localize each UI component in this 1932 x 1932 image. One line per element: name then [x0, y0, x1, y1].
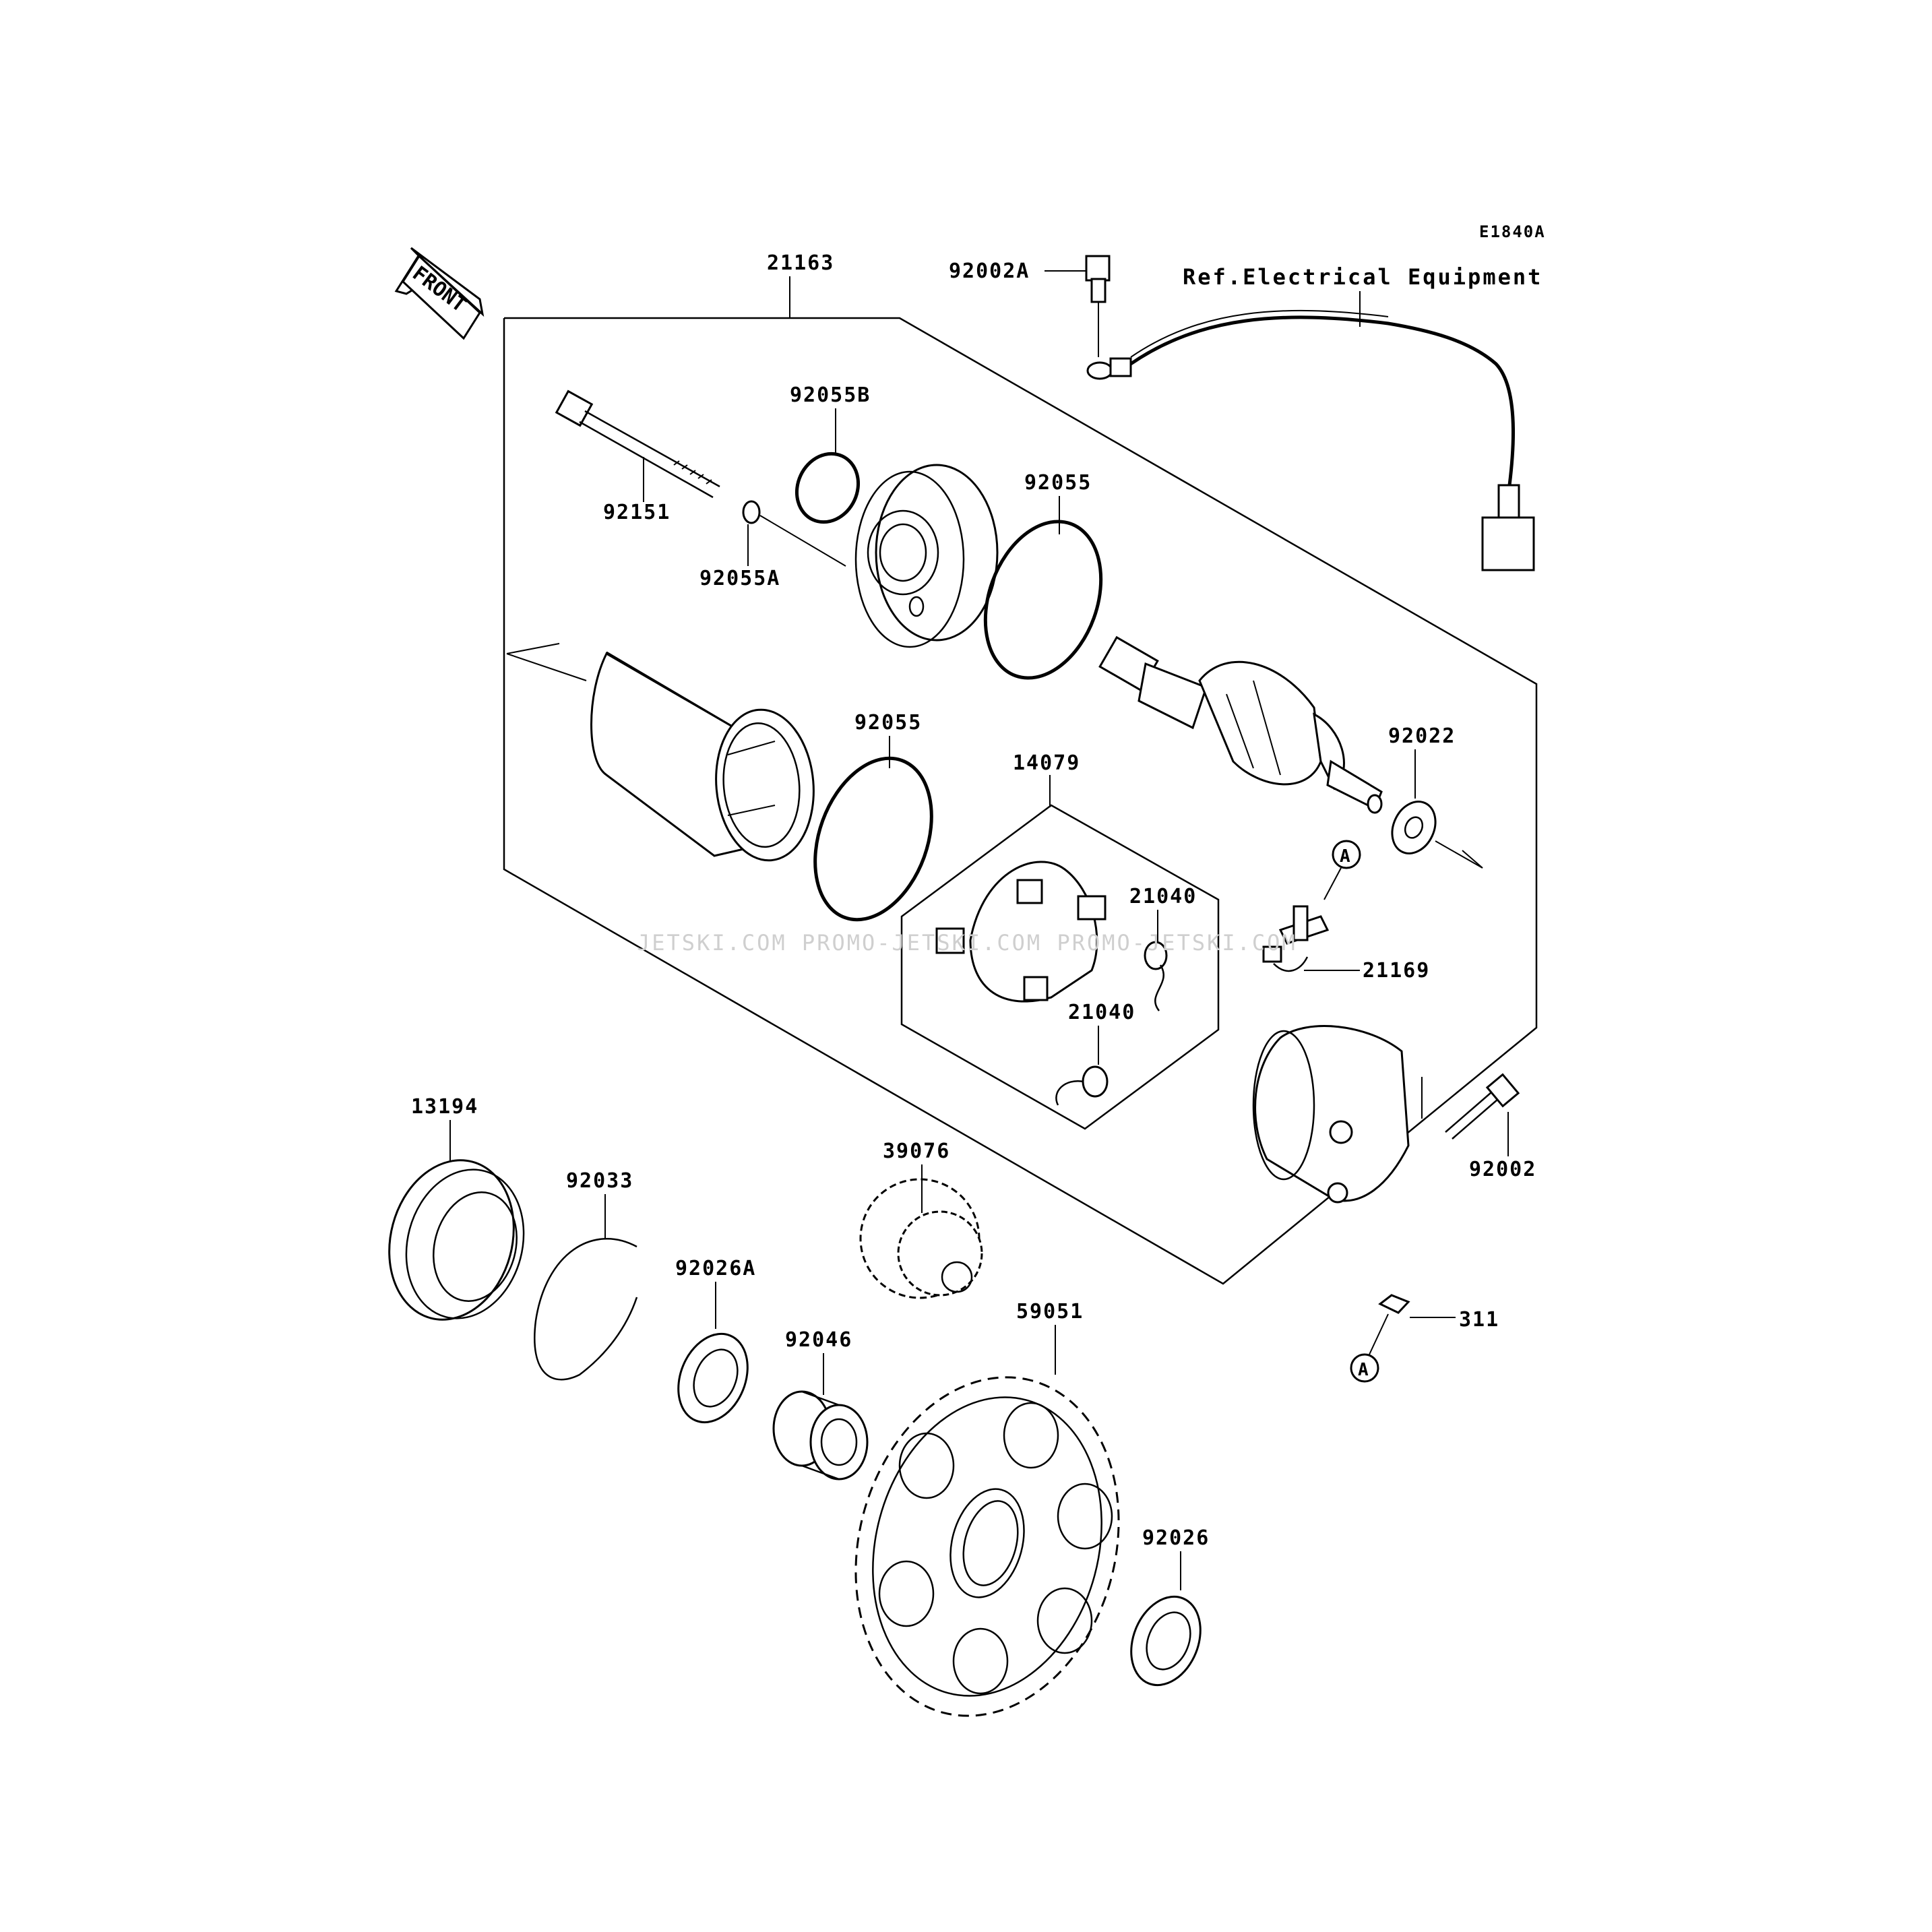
label-59051: 59051	[1016, 1300, 1084, 1323]
label-21163: 21163	[767, 251, 834, 275]
label-13194: 13194	[411, 1095, 478, 1119]
starter-gear-59051	[854, 1376, 1120, 1717]
reference-note: Ref.Electrical Equipment	[1183, 264, 1543, 290]
label-21040-b: 21040	[1068, 1001, 1135, 1024]
label-39076: 39076	[883, 1140, 950, 1163]
brush-spring-21040-a	[1144, 941, 1168, 1011]
diagram-code: E1840A	[1479, 222, 1546, 241]
bolt-92002A	[1085, 255, 1111, 357]
label-92055-top: 92055	[1024, 471, 1092, 495]
o-ring-92055-top	[983, 520, 1103, 680]
label-92055A: 92055A	[699, 567, 780, 590]
label-92002: 92002	[1469, 1158, 1536, 1181]
rear-cover	[1252, 1025, 1410, 1204]
label-92022: 92022	[1388, 724, 1456, 748]
svg-text:A: A	[1340, 846, 1350, 867]
label-92026: 92026	[1142, 1526, 1210, 1550]
brush-holder-box	[900, 804, 1220, 1130]
idle-gear-39076	[859, 1178, 983, 1299]
label-92151: 92151	[603, 501, 671, 524]
o-ring-92055-mid	[813, 756, 933, 922]
washer-92026A	[677, 1332, 749, 1424]
label-311: 311	[1459, 1308, 1499, 1332]
label-14079: 14079	[1013, 751, 1080, 775]
washer-92022	[1391, 801, 1437, 854]
marker-a-top: A	[1332, 840, 1361, 869]
label-21040-a: 21040	[1129, 885, 1197, 908]
label-92055B: 92055B	[790, 383, 871, 407]
long-bolt-92151	[555, 389, 720, 499]
marker-a-bottom: A	[1350, 1353, 1379, 1383]
svg-text:A: A	[1358, 1360, 1369, 1380]
o-ring-92055A	[742, 500, 761, 524]
needle-bearing-92046	[772, 1390, 869, 1481]
bolt-92002	[1445, 1073, 1520, 1140]
terminal-bolt-21169	[1262, 905, 1330, 972]
brush-holder	[935, 861, 1107, 1003]
wire-harness	[1086, 309, 1535, 571]
front-arrow-icon: FRONT	[394, 247, 485, 340]
circlip-92033	[534, 1238, 638, 1381]
label-92055-mid: 92055	[854, 711, 922, 735]
washer-92026	[1130, 1595, 1202, 1687]
front-cover	[854, 464, 999, 648]
label-92033: 92033	[566, 1169, 633, 1193]
key-311	[1378, 1294, 1410, 1314]
label-92046: 92046	[785, 1328, 852, 1352]
brush-spring-21040-b	[1055, 1065, 1109, 1106]
watermark: JETSKI.COM PROMO-JETSKI.COM PROMO-JETSKI…	[637, 930, 1297, 956]
armature	[1098, 635, 1383, 814]
label-21169: 21169	[1363, 959, 1430, 983]
o-ring-92055B	[794, 451, 861, 524]
assembly-outline	[503, 317, 1538, 1285]
label-92002A: 92002A	[949, 259, 1030, 283]
yoke-housing	[590, 651, 815, 862]
clutch-13194	[388, 1159, 525, 1321]
label-92026A: 92026A	[675, 1257, 756, 1280]
